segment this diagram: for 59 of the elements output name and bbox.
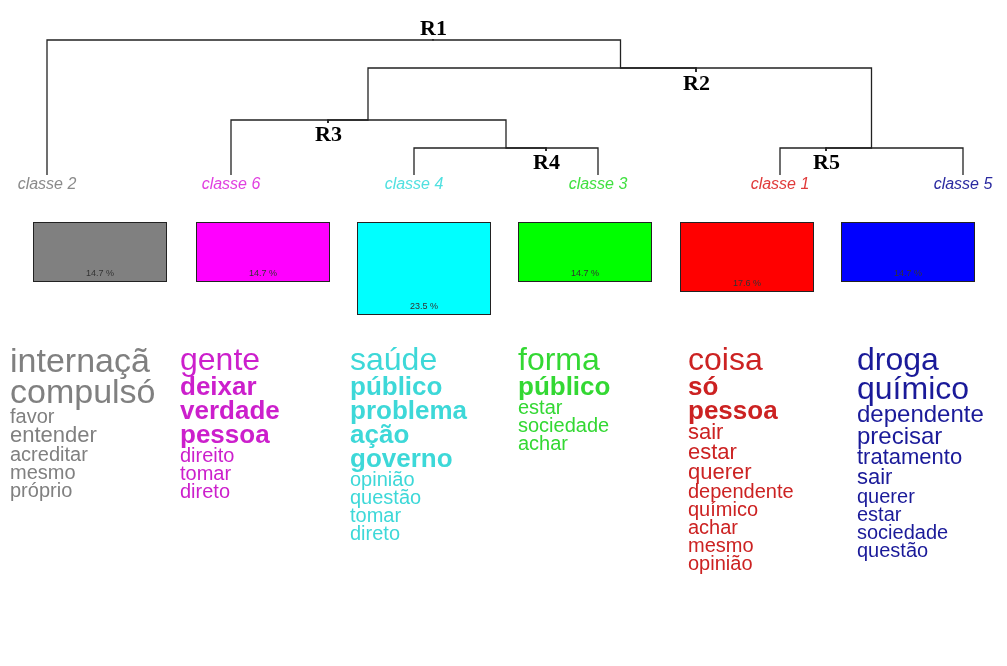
class-word: entender: [10, 425, 97, 445]
class-word: estar: [688, 442, 737, 462]
class-label: classe 2: [16, 175, 78, 193]
class-word: sociedade: [518, 416, 610, 434]
class-word: coisa: [688, 345, 763, 374]
class-word: próprio: [10, 481, 73, 499]
class-block: [518, 175, 654, 282]
dendrogram-branch: [413, 147, 547, 176]
class-word: questão: [857, 541, 929, 559]
class-word: sociedade: [857, 523, 949, 541]
class-word: pessoa: [688, 398, 778, 422]
class-word: favor: [10, 407, 55, 425]
class-bar: 14.7 %: [841, 222, 975, 282]
class-word: sair: [688, 422, 724, 442]
class-bar: 14.7 %: [518, 222, 652, 282]
cluster-label: R5: [813, 151, 840, 173]
class-block: [680, 175, 816, 292]
cluster-label: R3: [315, 123, 342, 145]
class-block: [196, 175, 332, 282]
dendrogram-branch: [230, 119, 329, 176]
class-word: público: [350, 374, 443, 398]
class-word: só: [688, 374, 719, 398]
class-word: químico: [688, 500, 759, 518]
class-label: classe 3: [567, 175, 629, 193]
class-word: forma: [518, 345, 600, 374]
class-bar: 14.7 %: [33, 222, 167, 282]
dendrogram-branch: [46, 38, 434, 176]
class-word: opinião: [350, 470, 415, 488]
class-word: querer: [688, 462, 752, 482]
class-word: sair: [857, 467, 893, 487]
cluster-label: R2: [683, 72, 710, 94]
class-word: achar: [688, 518, 739, 536]
class-word: saúde: [350, 345, 438, 374]
class-word: mesmo: [688, 536, 754, 554]
cluster-label: R1: [420, 17, 447, 39]
dendrogram-branch: [545, 147, 599, 176]
class-word: opinião: [688, 554, 753, 572]
class-word: verdade: [180, 398, 280, 422]
class-word: direto: [350, 524, 401, 542]
dendrogram-branch: [779, 147, 827, 176]
class-bar: 17.6 %: [680, 222, 814, 292]
class-bar: 23.5 %: [357, 222, 491, 315]
class-word: público: [518, 374, 611, 398]
class-block: [357, 175, 493, 315]
class-word: dependente: [688, 482, 794, 500]
class-word: pessoa: [180, 422, 270, 446]
class-label: classe 6: [200, 175, 262, 193]
class-label: classe 5: [932, 175, 994, 193]
dendrogram-branch: [825, 147, 964, 176]
class-word: acreditar: [10, 445, 88, 463]
cluster-label: R4: [533, 151, 560, 173]
class-label: classe 1: [749, 175, 811, 193]
class-word: tomar: [180, 464, 232, 482]
class-label: classe 4: [383, 175, 445, 193]
class-word: direto: [180, 482, 231, 500]
class-word: achar: [518, 434, 569, 452]
class-word: direito: [180, 446, 235, 464]
class-bar: 14.7 %: [196, 222, 330, 282]
class-word: mesmo: [10, 463, 76, 481]
